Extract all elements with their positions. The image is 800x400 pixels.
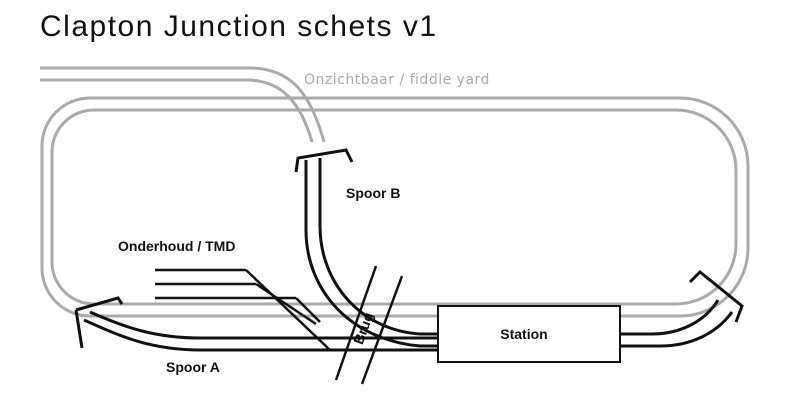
portal-left-a <box>74 296 124 349</box>
east-line-rail-2 <box>620 299 720 336</box>
station-label: Station <box>500 326 547 342</box>
track-b-rail-right <box>318 158 438 336</box>
fiddle-yard-siding-1 <box>40 66 326 143</box>
track-a-rail-inner <box>89 310 438 340</box>
bridge-side-right <box>360 275 404 385</box>
fiddle-yard-siding-2 <box>40 78 314 143</box>
depot-lead <box>245 269 331 351</box>
diagram-title: Clapton Junction schets v1 <box>40 10 438 43</box>
track-b-label: Spoor B <box>346 185 400 201</box>
hidden-loop-inner-rail <box>50 108 738 306</box>
hidden-yard-label: Onzichtbaar / fiddle yard <box>304 72 490 88</box>
bridge-side-left <box>334 265 378 381</box>
portal-right <box>688 269 744 323</box>
track-a-label: Spoor A <box>166 359 220 375</box>
track-b-rail-left <box>304 160 438 348</box>
east-line-rail-1 <box>620 311 734 348</box>
hidden-loop-outer-rail <box>40 96 750 318</box>
station-building <box>437 305 621 363</box>
track-a-rail-outer <box>83 318 438 352</box>
depot-lead-3 <box>295 297 321 323</box>
depot-lead-2 <box>255 282 317 326</box>
portal-top-b <box>294 148 354 173</box>
maintenance-label: Onderhoud / TMD <box>118 238 235 254</box>
